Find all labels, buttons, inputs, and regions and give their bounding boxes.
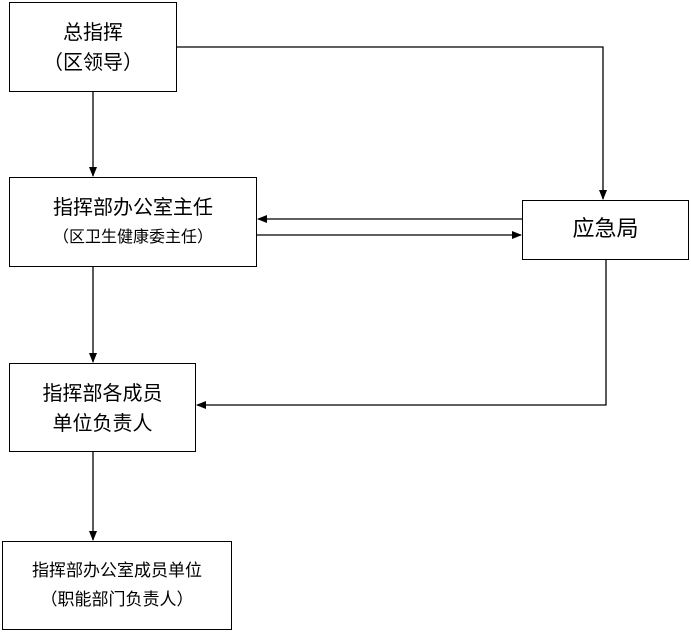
member-units-subtitle: 单位负责人: [52, 410, 153, 435]
chief-commander-box: 总指挥 （区领导）: [9, 2, 177, 92]
member-units-title: 指挥部各成员: [42, 380, 163, 405]
member-units-box: 指挥部各成员 单位负责人: [9, 363, 196, 452]
chief-commander-title: 总指挥: [63, 20, 123, 44]
office-member-units-title: 指挥部办公室成员单位: [32, 560, 202, 581]
office-member-units-subtitle: （职能部门负责人）: [40, 589, 194, 610]
office-director-title: 指挥部办公室主任: [53, 195, 213, 219]
arrow-emergency-to-members: [196, 260, 607, 409]
office-director-box: 指挥部办公室主任 （区卫生健康委主任）: [9, 177, 257, 267]
office-director-subtitle: （区卫生健康委主任）: [52, 227, 213, 246]
emergency-bureau-box: 应急局: [522, 200, 689, 260]
chief-commander-subtitle: （区领导）: [43, 50, 143, 74]
emergency-bureau-title: 应急局: [572, 217, 639, 242]
arrow-chief-to-emergency: [177, 46, 607, 200]
office-member-units-box: 指挥部办公室成员单位 （职能部门负责人）: [2, 541, 232, 630]
